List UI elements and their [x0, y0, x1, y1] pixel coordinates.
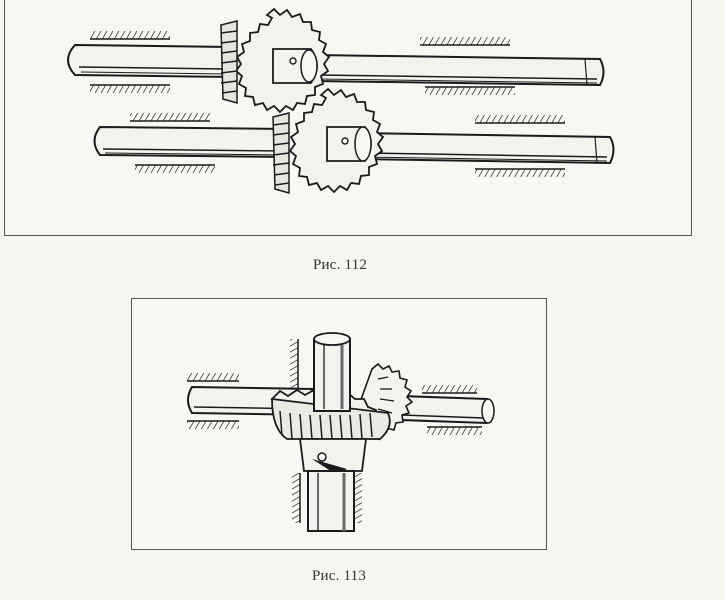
- figure-113-caption: Рис. 113: [312, 568, 367, 584]
- figure-112-drawing: [67, 7, 615, 194]
- lower-gear: [272, 87, 385, 194]
- upper-gear: [220, 7, 331, 114]
- lower-shaft-bearings: [130, 113, 565, 177]
- figure-113-drawing: [187, 332, 495, 532]
- vertical-shaft: [298, 332, 368, 532]
- upper-shaft: [67, 43, 605, 87]
- lower-shaft: [93, 125, 615, 165]
- figure-112-caption: Рис. 112: [313, 257, 368, 273]
- figure-113-frame: [131, 298, 547, 550]
- upper-shaft-bearings: [90, 31, 515, 95]
- horizontal-shaft-bearings: [187, 373, 482, 435]
- bevel-gear: [270, 388, 391, 441]
- figure-112-frame: [4, 0, 692, 236]
